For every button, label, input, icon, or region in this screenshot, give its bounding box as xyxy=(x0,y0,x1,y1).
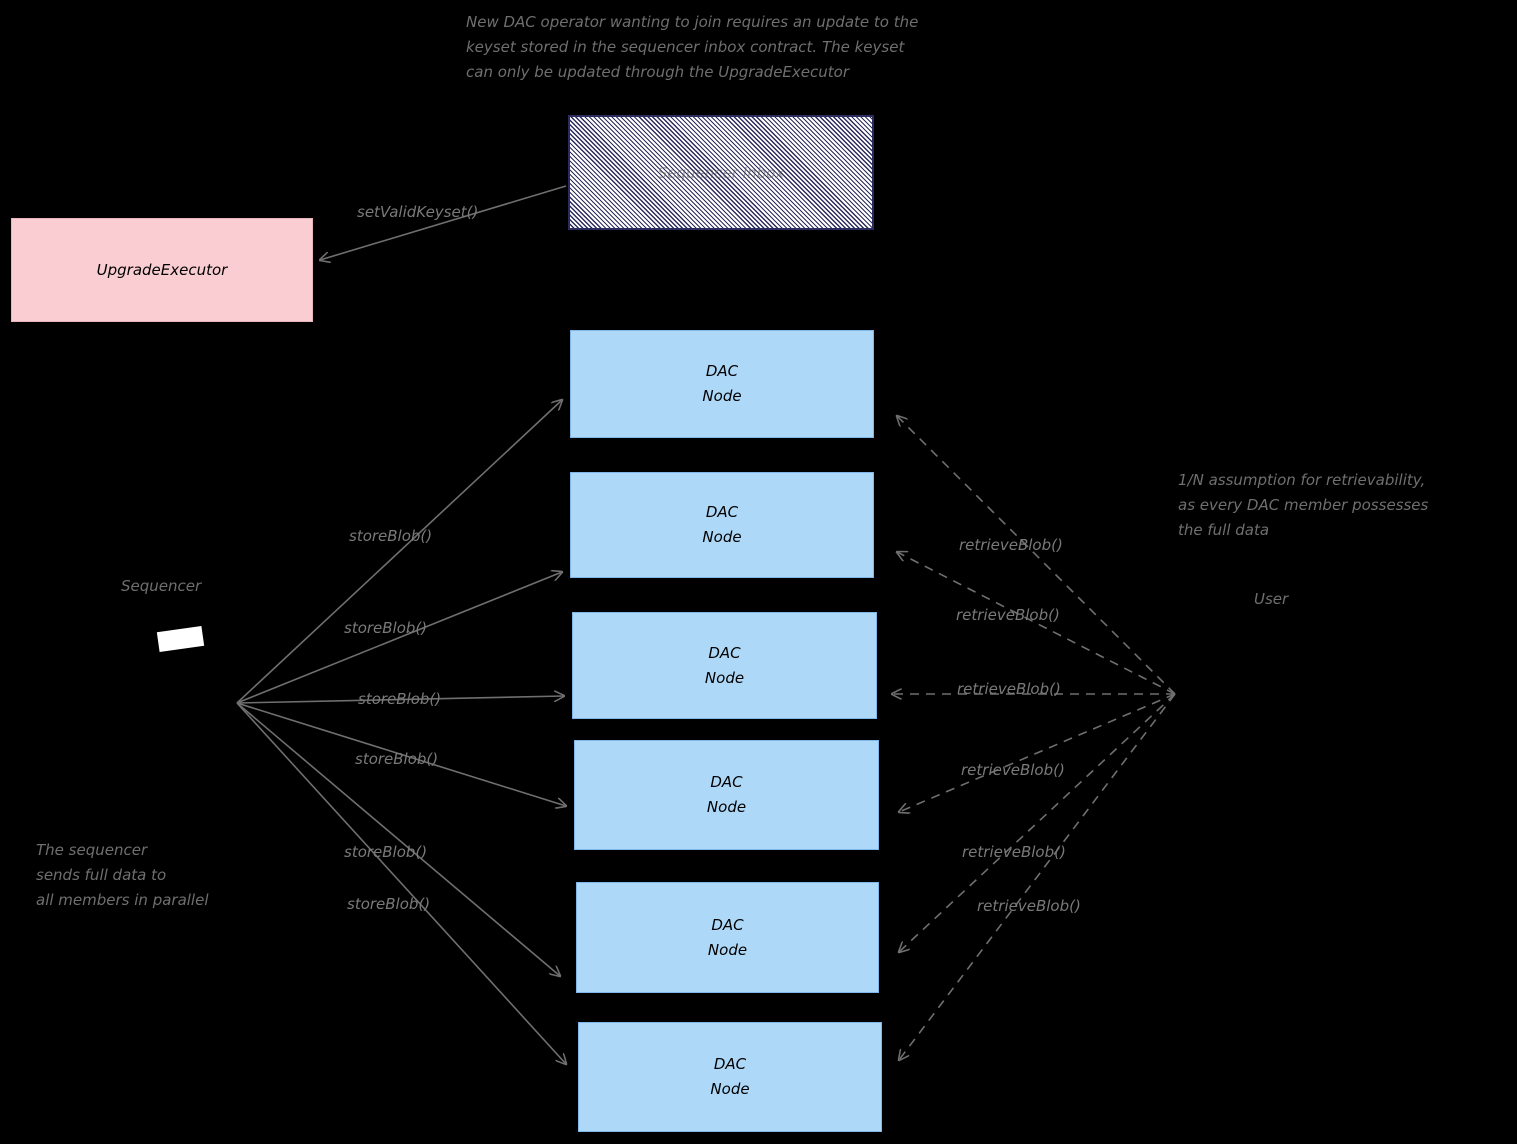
dac-node-1-line1: DAC xyxy=(705,362,739,380)
dac-node-4-line1: DAC xyxy=(710,773,743,791)
note-retrievability: 1/N assumption for retrievability, as ev… xyxy=(1178,471,1429,539)
edge-label-store-blob-1: storeBlob() xyxy=(349,527,433,545)
edge-label-retrieve-blob-2: retrieveBlob() xyxy=(956,606,1060,624)
upgrade-executor-box: UpgradeExecutor xyxy=(11,218,313,322)
dac-node-2-line1: DAC xyxy=(705,503,739,521)
dac-node-4: DAC Node xyxy=(574,740,879,850)
edge-label-store-blob-4: storeBlob() xyxy=(355,750,439,768)
dac-node-2-line2: Node xyxy=(702,528,742,546)
dac-node-3-line1: DAC xyxy=(708,643,741,662)
edge-label-store-blob-6: storeBlob() xyxy=(347,895,431,913)
edge-label-retrieve-blob-5: retrieveBlob() xyxy=(962,843,1066,861)
edge-label-store-blob-2: storeBlob() xyxy=(344,619,428,637)
edge-label-retrieve-blob-6: retrieveBlob() xyxy=(977,897,1081,915)
sequencer-inbox-box: Sequencer Inbox xyxy=(568,115,874,230)
upgrade-executor-label: UpgradeExecutor xyxy=(96,261,228,279)
edge-store-blob-group xyxy=(236,400,566,1064)
dac-node-6: DAC Node xyxy=(578,1022,882,1132)
edge-label-retrieve-blob-4: retrieveBlob() xyxy=(961,761,1065,779)
dac-node-5: DAC Node xyxy=(576,882,879,993)
dac-node-6-line2: Node xyxy=(710,1080,750,1098)
edge-label-set-valid-keyset: setValidKeyset() xyxy=(357,203,479,221)
edge-label-retrieve-blob-1: retrieveBlob() xyxy=(959,536,1063,554)
edge-label-retrieve-blob-3: retrieveBlob() xyxy=(957,680,1061,698)
edge-retrieve-blob-group xyxy=(892,416,1176,1060)
edge-set-valid-keyset xyxy=(320,185,567,260)
dac-node-4-line2: Node xyxy=(706,798,747,816)
dac-node-5-line2: Node xyxy=(707,940,748,959)
dac-node-1-line2: Node xyxy=(702,387,742,405)
user-label: User xyxy=(1254,590,1289,608)
dac-node-2: DAC Node xyxy=(570,472,874,578)
edge-label-store-blob-5: storeBlob() xyxy=(344,843,428,861)
sequencer-label: Sequencer xyxy=(121,577,202,595)
sequencer-inbox-label: Sequencer Inbox xyxy=(657,163,785,182)
note-keyset-update: New DAC operator wanting to join require… xyxy=(466,13,919,81)
note-sequencer-parallel: The sequencer sends full data to all mem… xyxy=(36,841,209,909)
dac-node-1: DAC Node xyxy=(570,330,874,438)
dac-node-6-line1: DAC xyxy=(713,1055,747,1073)
dac-node-3: DAC Node xyxy=(572,612,877,719)
dac-node-3-line2: Node xyxy=(704,668,745,687)
dac-node-5-line1: DAC xyxy=(711,915,744,934)
edge-label-store-blob-3: storeBlob() xyxy=(358,690,442,708)
